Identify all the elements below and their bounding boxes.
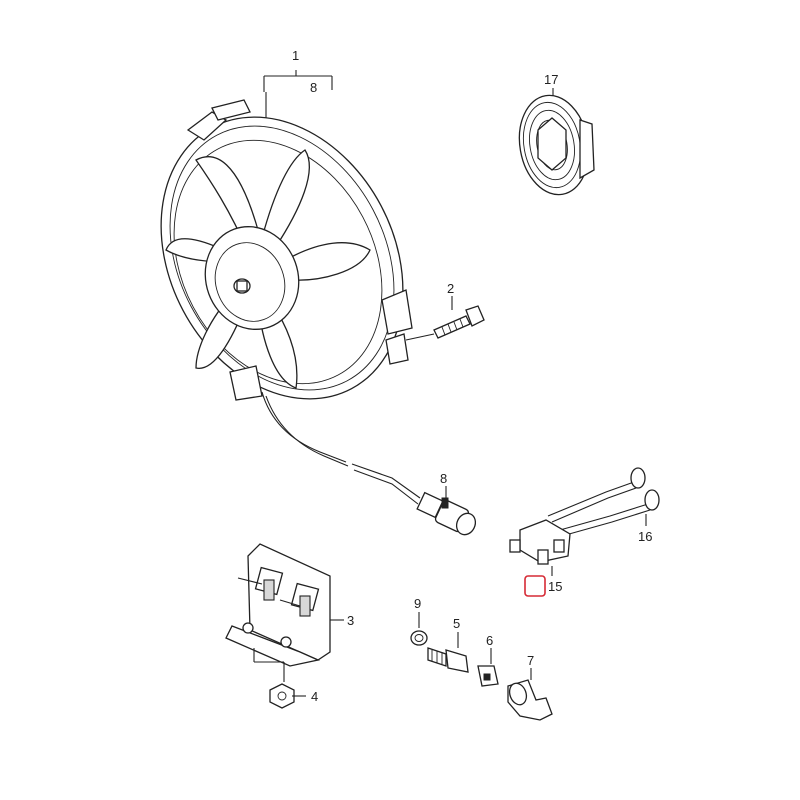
plug-with-leads[interactable] bbox=[509, 467, 660, 565]
radiator-fan-assembly[interactable] bbox=[114, 75, 479, 538]
seal-ring[interactable] bbox=[410, 630, 428, 646]
label-16[interactable]: 16 bbox=[638, 529, 652, 544]
label-17[interactable]: 17 bbox=[544, 72, 558, 87]
label-15[interactable]: 15 bbox=[548, 579, 562, 594]
fan-cover-cap[interactable] bbox=[512, 90, 596, 200]
label-1[interactable]: 1 bbox=[292, 48, 299, 63]
label-7[interactable]: 7 bbox=[527, 653, 534, 668]
position-labels: 1 8 17 2 8 16 15 3 4 9 5 6 7 bbox=[292, 48, 652, 704]
rubber-sleeve[interactable] bbox=[507, 679, 553, 721]
label-6[interactable]: 6 bbox=[486, 633, 493, 648]
label-3[interactable]: 3 bbox=[347, 613, 354, 628]
label-5[interactable]: 5 bbox=[453, 616, 460, 631]
mounting-bracket[interactable] bbox=[225, 543, 331, 667]
mounting-bolt[interactable] bbox=[405, 305, 485, 341]
label-8[interactable]: 8 bbox=[440, 471, 447, 486]
label-9[interactable]: 9 bbox=[414, 596, 421, 611]
hex-nut[interactable] bbox=[253, 648, 295, 709]
label-2[interactable]: 2 bbox=[447, 281, 454, 296]
switch-connector[interactable] bbox=[477, 665, 499, 687]
selected-part-marker[interactable] bbox=[524, 575, 546, 597]
label-4[interactable]: 4 bbox=[311, 689, 318, 704]
thermo-switch[interactable] bbox=[427, 647, 469, 673]
label-8-top[interactable]: 8 bbox=[310, 80, 317, 95]
leader-lines bbox=[263, 70, 647, 697]
